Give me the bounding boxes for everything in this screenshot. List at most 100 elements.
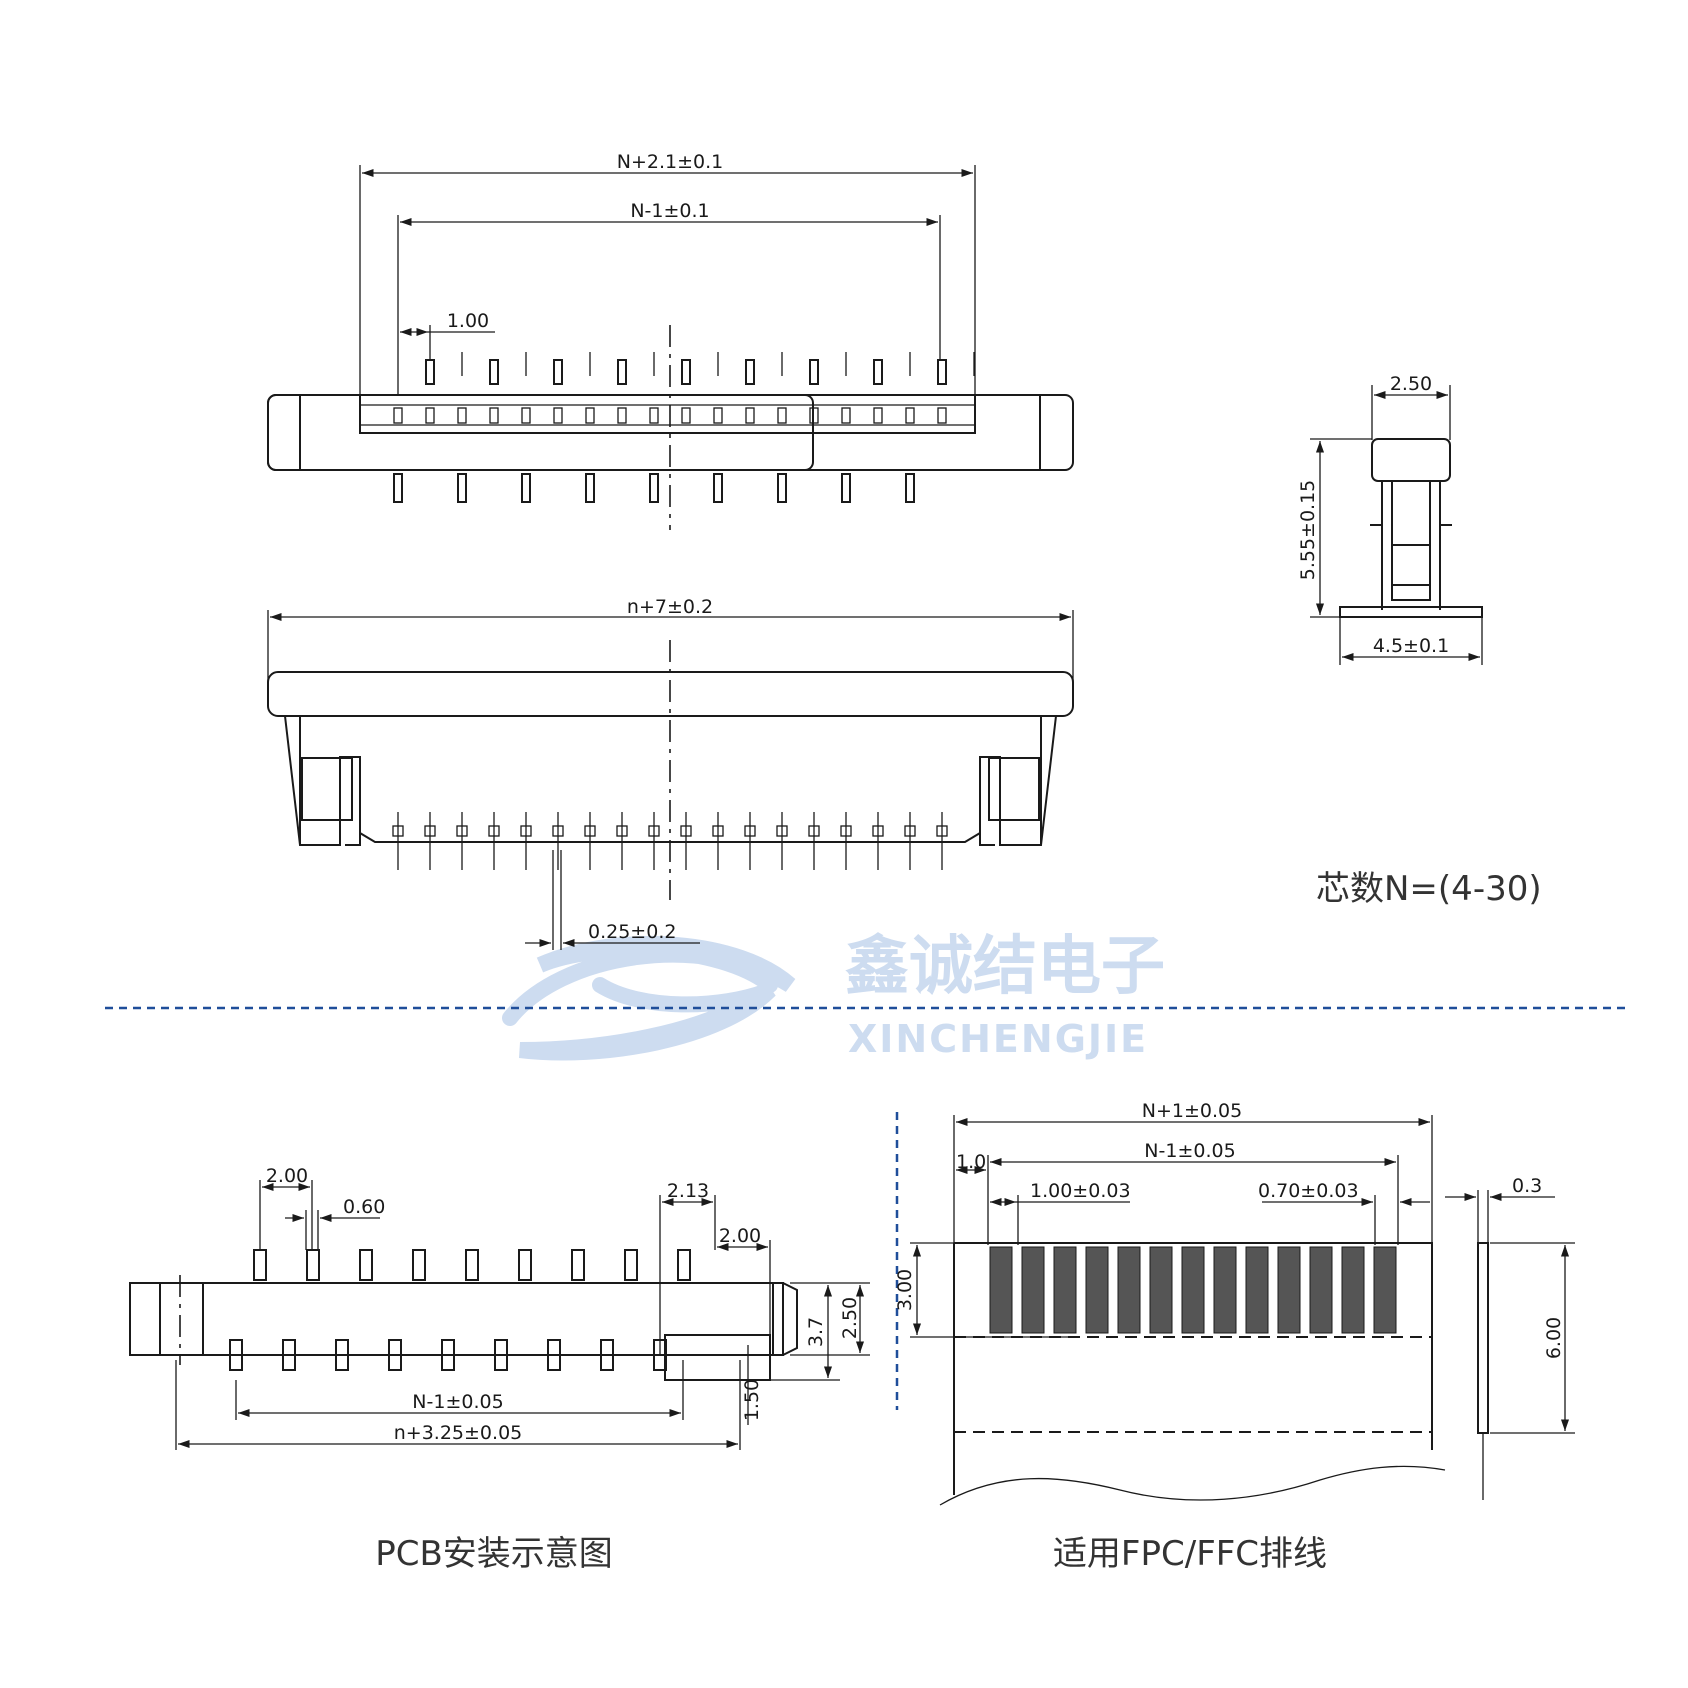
pin-lower	[905, 473, 915, 503]
top-view: N+2.1±0.1 N-1±0.1 1.00	[267, 151, 1074, 530]
watermark-en: XINCHENGJIE	[848, 1017, 1148, 1061]
pin-upper	[681, 359, 691, 385]
fpc-contact	[989, 1246, 1013, 1334]
front-pin-foot	[488, 825, 500, 837]
pcb-pad	[441, 1339, 455, 1371]
pcb-pad	[547, 1339, 561, 1371]
dim-1-50: 1.50	[741, 1379, 763, 1421]
fpc-dim-span: N-1±0.05	[1144, 1140, 1235, 1162]
front-pin-foot	[904, 825, 916, 837]
dim-overall-width: N+2.1±0.1	[617, 151, 724, 173]
dim-base-width: 4.5±0.1	[1373, 635, 1449, 657]
pin-upper	[553, 359, 563, 385]
contact-slot	[681, 407, 691, 424]
pin-upper	[425, 359, 435, 385]
fpc-dim-stiffener: 6.00	[1543, 1317, 1565, 1359]
fpc-cable: N+1±0.05 N-1±0.05 1.0 1.00±0.03 0.70±0.0…	[894, 1100, 1575, 1506]
pin-lower	[393, 473, 403, 503]
contact-slot	[873, 407, 883, 424]
pin-lower	[457, 473, 467, 503]
pcb-pad	[282, 1339, 296, 1371]
pin-lower	[841, 473, 851, 503]
contact-slot	[521, 407, 531, 424]
pcb-pad	[518, 1249, 532, 1281]
pcb-caption: PCB安装示意图	[375, 1534, 613, 1574]
front-pin-foot	[744, 825, 756, 837]
contact-slot	[425, 407, 435, 424]
front-view: n+7±0.2 0.25±0.2	[267, 596, 1074, 950]
pin-lower	[585, 473, 595, 503]
pcb-pad	[229, 1339, 243, 1371]
fpc-contact	[1277, 1246, 1301, 1334]
pcb-pad	[306, 1249, 320, 1281]
fpc-dim-contact-width: 0.70±0.03	[1258, 1180, 1359, 1202]
pin-upper	[617, 359, 627, 385]
front-pin-foot	[872, 825, 884, 837]
contact-slot	[905, 407, 915, 424]
dim-2-00: 2.00	[719, 1225, 761, 1247]
contact-slot	[457, 407, 467, 424]
pin-lower	[713, 473, 723, 503]
pcb-pad	[624, 1249, 638, 1281]
side-base	[1339, 606, 1483, 618]
pin-upper	[745, 359, 755, 385]
fpc-contact	[1213, 1246, 1237, 1334]
front-pin-foot	[840, 825, 852, 837]
contact-slot	[553, 407, 563, 424]
dim-pad-span: N-1±0.05	[412, 1391, 503, 1413]
dim-pad-width: 0.60	[343, 1196, 385, 1218]
pin-upper	[937, 359, 947, 385]
pin-upper	[489, 359, 499, 385]
fpc-dim-contact-length: 3.00	[894, 1269, 916, 1311]
fpc-contact	[1149, 1246, 1173, 1334]
watermark-cn: 鑫诚结电子	[845, 930, 1165, 1004]
contact-slot	[393, 407, 403, 424]
pcb-pad	[465, 1249, 479, 1281]
fpc-stiffener	[1477, 1242, 1489, 1434]
dim-top-width: 2.50	[1390, 373, 1432, 395]
contact-slot	[745, 407, 755, 424]
contact-slot	[713, 407, 723, 424]
contact-slot	[649, 407, 659, 424]
pin-count-note: 芯数N=(4-30)	[1316, 869, 1542, 909]
contact-slot	[585, 407, 595, 424]
fpc-contact	[1245, 1246, 1269, 1334]
side-top	[1371, 438, 1451, 482]
contact-slot	[777, 407, 787, 424]
fpc-contacts	[989, 1246, 1397, 1334]
front-pin-foot	[520, 825, 532, 837]
pcb-pad	[253, 1249, 267, 1281]
fpc-contact	[1021, 1246, 1045, 1334]
front-pin-foot	[584, 825, 596, 837]
fpc-contact	[1181, 1246, 1205, 1334]
fpc-dim-pitch: 1.00±0.03	[1030, 1180, 1131, 1202]
pcb-pad	[388, 1339, 402, 1371]
fpc-caption: 适用FPC/FFC排线	[1053, 1534, 1327, 1574]
front-pin-foot	[456, 825, 468, 837]
pcb-pad	[359, 1249, 373, 1281]
pcb-layout: 2.00 0.60 2.13 2.00 2.50 3.7 1.50 N-1±0.…	[129, 1165, 870, 1450]
fpc-contact	[1085, 1246, 1109, 1334]
dim-pin-span: N-1±0.1	[630, 200, 709, 222]
contact-slot	[617, 407, 627, 424]
fpc-contact	[1117, 1246, 1141, 1334]
contact-slot	[809, 407, 819, 424]
pin-upper	[809, 359, 819, 385]
dim-pin-width: 0.25±0.2	[588, 921, 676, 943]
fpc-dim-overall: N+1±0.05	[1142, 1100, 1242, 1122]
front-pin-foot	[808, 825, 820, 837]
dim-3-7: 3.7	[805, 1317, 827, 1347]
front-pin-foot	[712, 825, 724, 837]
pin-lower	[777, 473, 787, 503]
front-pin-foot	[936, 825, 948, 837]
pcb-pad	[494, 1339, 508, 1371]
contact-slot	[841, 407, 851, 424]
dim-2-50: 2.50	[839, 1297, 861, 1339]
dim-2-13: 2.13	[667, 1180, 709, 1202]
front-pin-foot	[424, 825, 436, 837]
pcb-pad	[335, 1339, 349, 1371]
pcb-pads-top	[253, 1249, 691, 1281]
pcb-pad	[600, 1339, 614, 1371]
top-pin-ticks	[461, 352, 975, 376]
